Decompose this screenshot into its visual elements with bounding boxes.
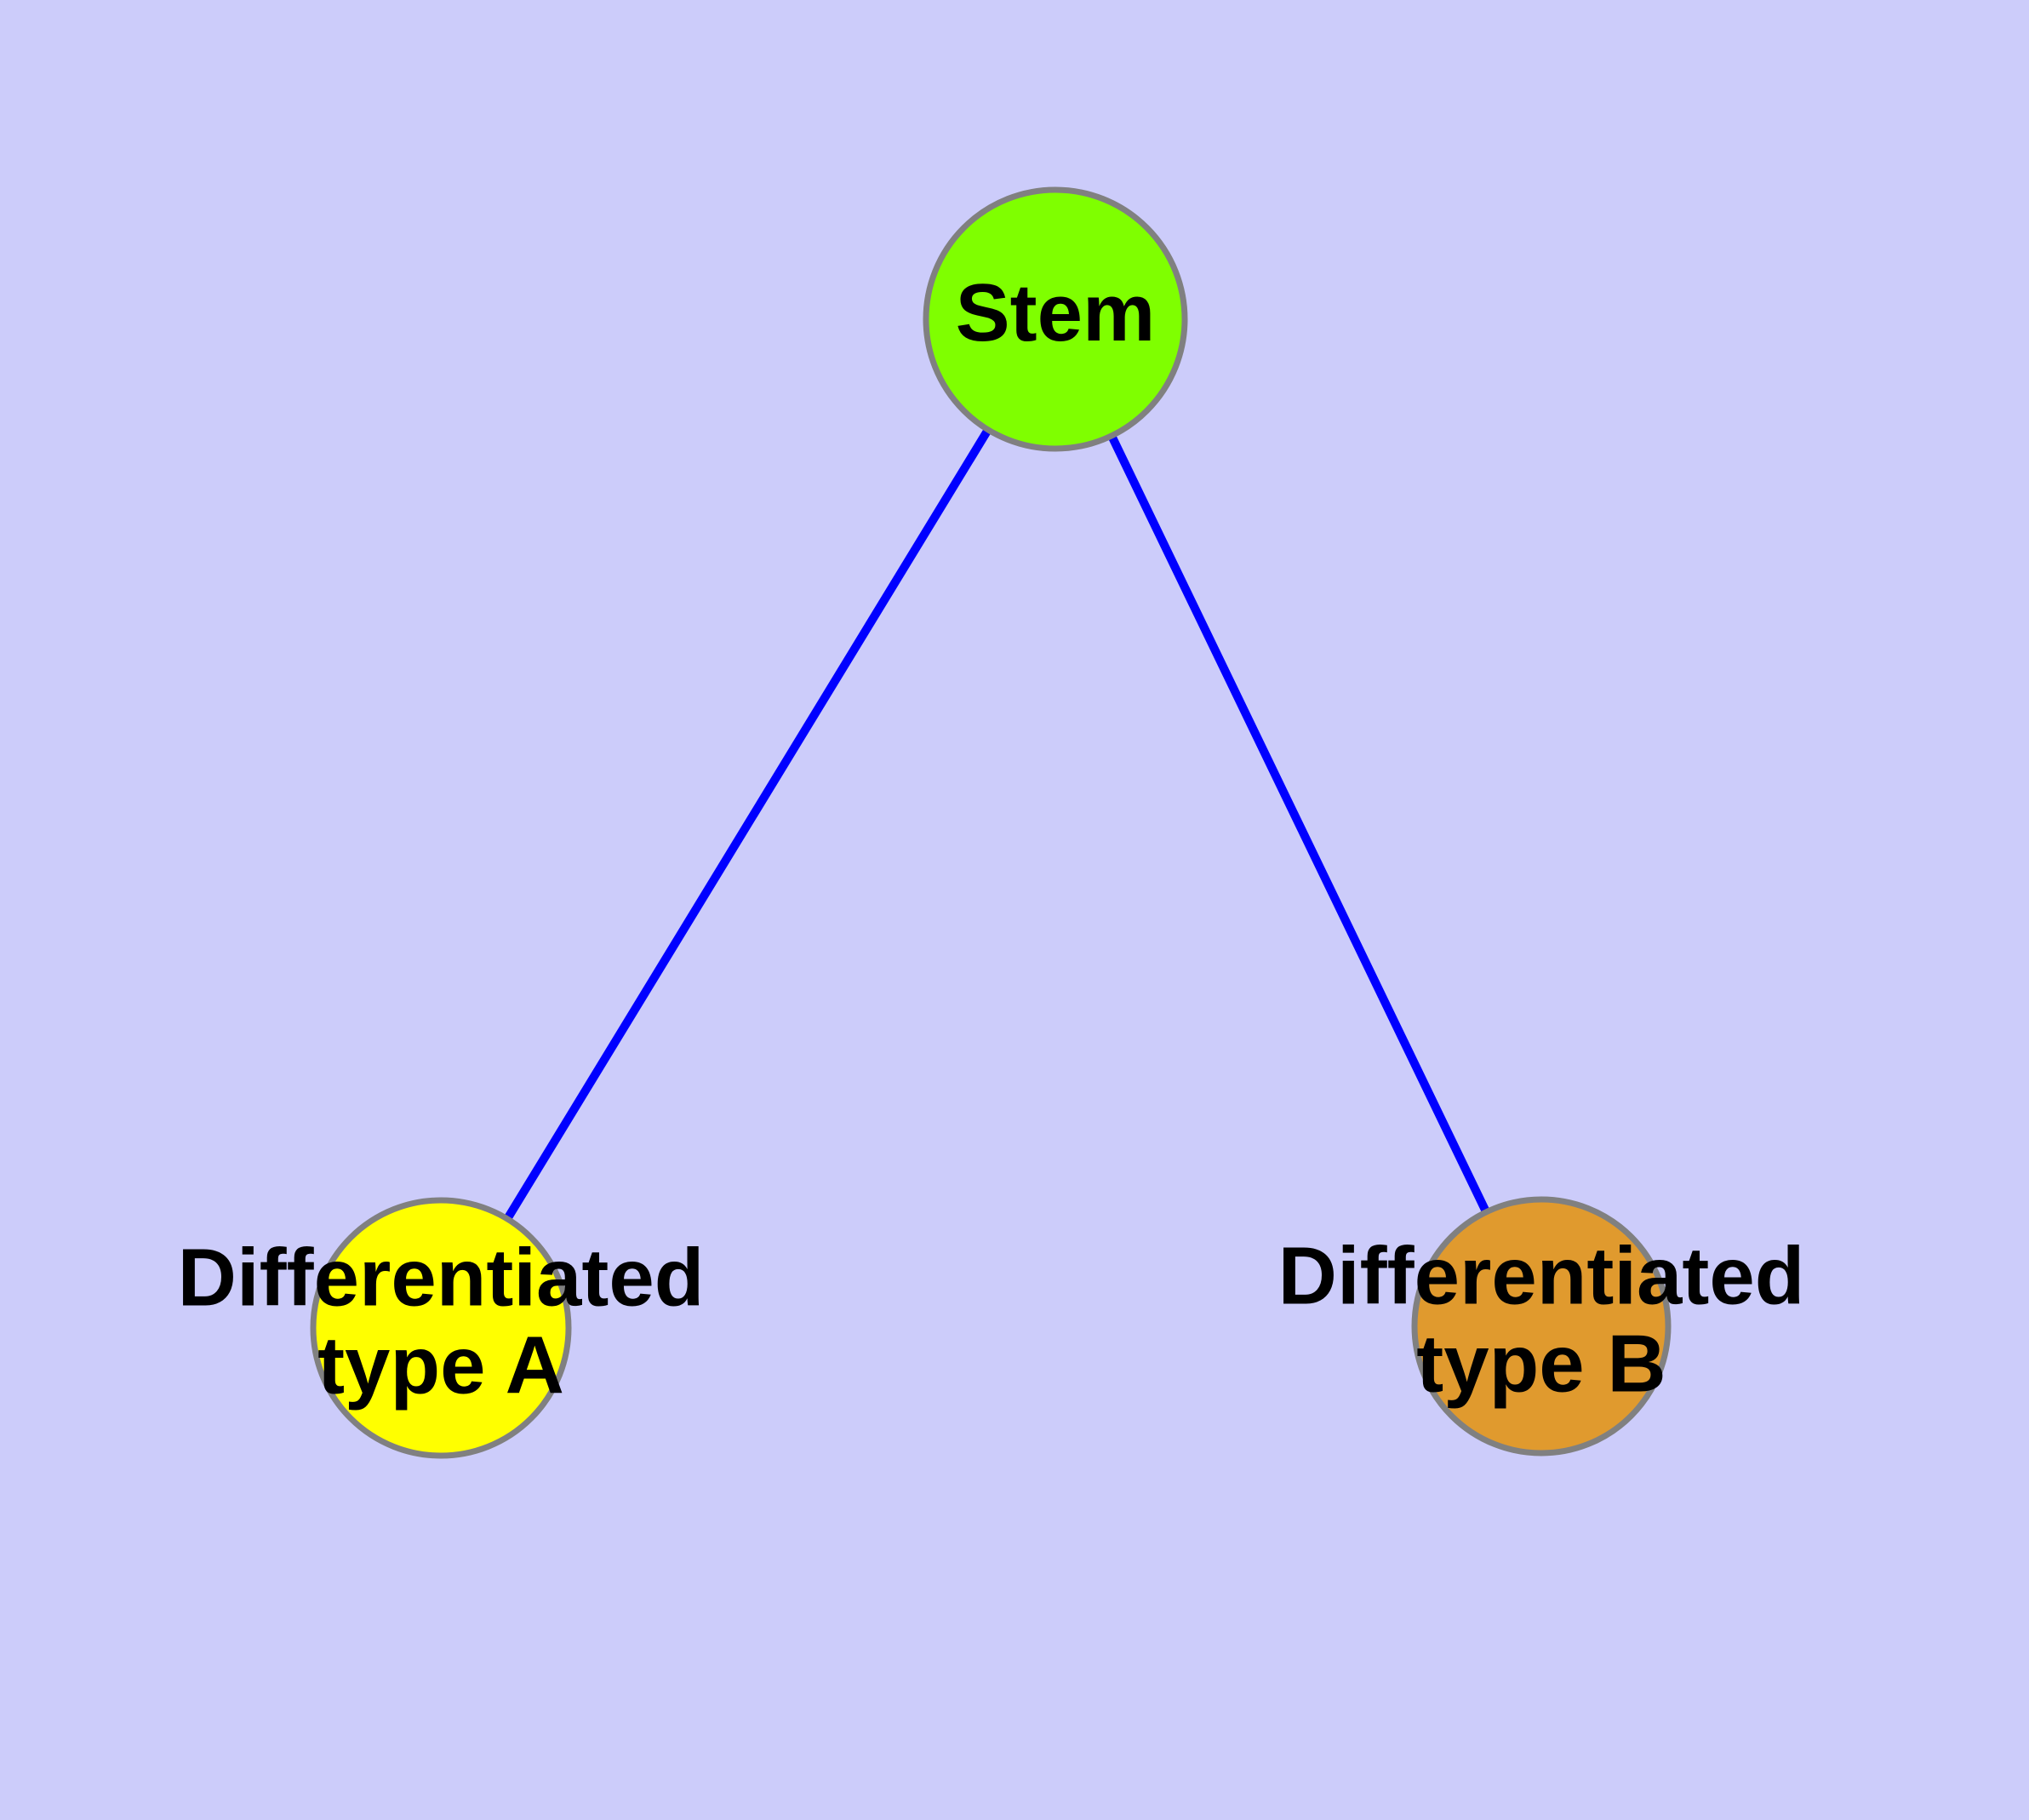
node-stem-circle[interactable] [923,186,1188,452]
node-stem-label: Stem [956,267,1156,358]
edges-layer [437,317,1546,1331]
node-differentiated-type-a-circle[interactable] [310,1197,572,1459]
node-stem[interactable]: Stem [923,186,1188,452]
edge-stem-to-differentiated-type-a[interactable] [437,317,1060,1331]
node-differentiated-type-b-circle[interactable] [1411,1196,1672,1457]
edge-stem-to-differentiated-type-b[interactable] [1051,317,1546,1329]
